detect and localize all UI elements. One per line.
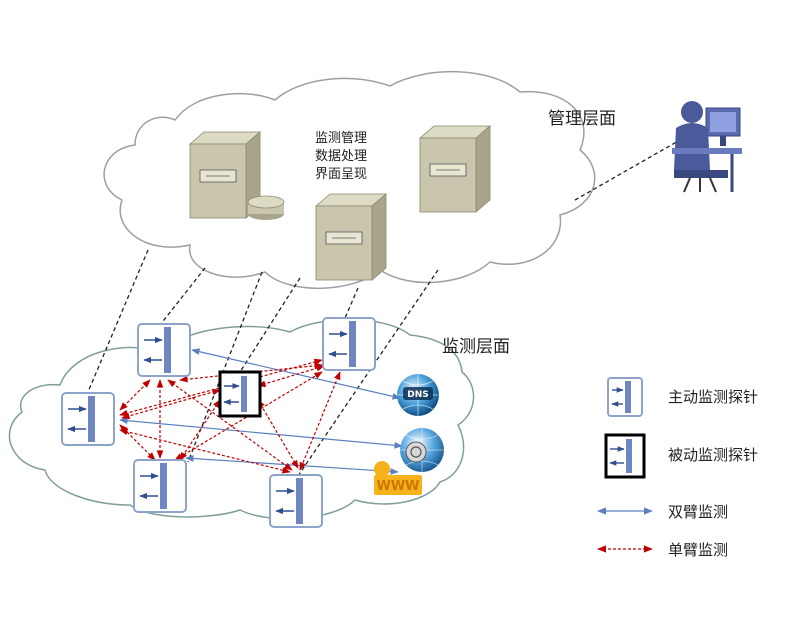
monitor-layer-label: 监测层面 <box>442 337 510 357</box>
active-probe <box>137 323 191 377</box>
www-label: WWW <box>376 479 419 494</box>
legend-active-probe-label: 主动监测探针 <box>668 388 758 406</box>
dns-label: DNS <box>407 390 429 400</box>
server-tower-icon <box>418 125 492 213</box>
server-label-1: 监测管理 <box>315 131 367 146</box>
management-layer-label: 管理层面 <box>548 109 616 129</box>
active-probe <box>133 459 187 513</box>
legend-dual-arm-label: 双臂监测 <box>668 503 728 521</box>
legend-passive-probe-label: 被动监测探针 <box>668 446 758 464</box>
active-probe <box>61 392 115 446</box>
legend-passive-probe-icon <box>604 433 646 479</box>
server-tower-icon <box>188 131 262 219</box>
disk-storage-icon <box>247 195 285 220</box>
internet-globe-icon <box>400 428 444 472</box>
legend-active-probe-icon <box>607 377 643 417</box>
legend: 主动监测探针 被动监测探针 双臂监测 单臂监测 <box>597 377 758 559</box>
server-label-3: 界面呈现 <box>315 167 367 182</box>
user-at-computer-icon <box>672 101 742 193</box>
active-probe <box>322 317 376 371</box>
server-tower-icon <box>314 193 388 281</box>
passive-probe <box>218 370 262 418</box>
active-probe <box>269 474 323 528</box>
dns-globe-icon: DNS <box>397 374 439 416</box>
server-label-2: 数据处理 <box>315 149 367 164</box>
www-icon: WWW <box>374 461 422 495</box>
legend-single-arm-label: 单臂监测 <box>668 541 728 559</box>
